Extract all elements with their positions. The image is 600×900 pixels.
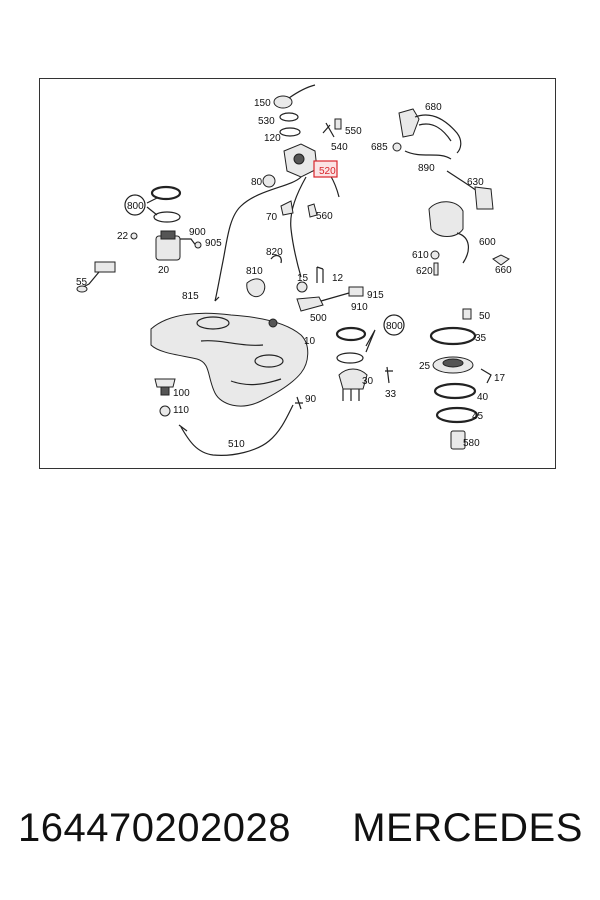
pump-seal-rings-middle bbox=[335, 326, 376, 364]
level-sensor-left bbox=[76, 261, 116, 293]
callout-label: 45 bbox=[472, 411, 484, 422]
callout-label: 500 bbox=[310, 313, 327, 324]
callout-label: 25 bbox=[419, 361, 431, 372]
callout-label: 550 bbox=[345, 126, 362, 137]
product-caption: 164470202028 MERCEDES bbox=[18, 806, 588, 862]
callout-label: 915 bbox=[367, 290, 384, 301]
callout-label: 910 bbox=[351, 302, 368, 313]
callout-label: 660 bbox=[495, 265, 512, 276]
callout-label: 560 bbox=[316, 211, 333, 222]
right-pump-parts bbox=[429, 308, 492, 450]
fuel-cap-assembly bbox=[273, 84, 316, 137]
callout-label: 540 bbox=[331, 142, 348, 153]
callout-label: 150 bbox=[254, 98, 271, 109]
callout-label: 815 bbox=[182, 291, 199, 302]
callout-label: 820 bbox=[266, 247, 283, 258]
callout-label: 530 bbox=[258, 116, 275, 127]
clamps-hoses-middle-left bbox=[214, 254, 282, 302]
evap-valve-hoses bbox=[392, 108, 510, 276]
fuel-pump-module-middle bbox=[338, 366, 393, 401]
callout-label: 15 bbox=[297, 273, 309, 284]
callout-label: 120 bbox=[264, 133, 281, 144]
callout-label: 40 bbox=[477, 392, 489, 403]
middle-fittings bbox=[296, 266, 364, 312]
callout-label: 20 bbox=[158, 265, 170, 276]
callout-label: 620 bbox=[416, 266, 433, 277]
callout-label: 510 bbox=[228, 439, 245, 450]
callout-label: 55 bbox=[76, 277, 88, 288]
callout-label: 33 bbox=[385, 389, 397, 400]
callout-label: 100 bbox=[173, 388, 190, 399]
callout-label: 800 bbox=[386, 321, 403, 332]
highlight-box-520 bbox=[313, 160, 338, 178]
callout-label: 80 bbox=[251, 177, 263, 188]
callout-label: 10 bbox=[304, 336, 316, 347]
brand-name: MERCEDES bbox=[352, 806, 583, 850]
fuel-pump-module-left bbox=[130, 230, 202, 261]
tank-drain-parts bbox=[154, 378, 303, 417]
callout-label: 30 bbox=[362, 376, 374, 387]
callout-label: 22 bbox=[117, 231, 129, 242]
callout-label: 600 bbox=[479, 237, 496, 248]
callout-label: 520 bbox=[319, 166, 336, 177]
callout-label: 810 bbox=[246, 266, 263, 277]
callout-label: 35 bbox=[475, 333, 487, 344]
callout-label: 890 bbox=[418, 163, 435, 174]
fuel-tank bbox=[150, 312, 309, 407]
callout-label: 800 bbox=[127, 201, 144, 212]
callout-label: 685 bbox=[371, 142, 388, 153]
callout-label: 610 bbox=[412, 250, 429, 261]
callout-label: 630 bbox=[467, 177, 484, 188]
callout-label: 50 bbox=[479, 311, 491, 322]
fuel-system-exploded-diagram: 150 530 120 550 540 520 80 70 560 800 90… bbox=[76, 84, 512, 456]
callout-label: 900 bbox=[189, 227, 206, 238]
callout-label: 17 bbox=[494, 373, 506, 384]
callout-label: 905 bbox=[205, 238, 222, 249]
parts-diagram-frame: 150 530 120 550 540 520 80 70 560 800 90… bbox=[39, 78, 556, 469]
callout-label: 680 bbox=[425, 102, 442, 113]
callout-label: 90 bbox=[305, 394, 317, 405]
fuel-line-510 bbox=[178, 404, 294, 456]
pump-seal-rings-left bbox=[146, 185, 182, 223]
callout-label: 12 bbox=[332, 273, 344, 284]
callout-label: 580 bbox=[463, 438, 480, 449]
callout-label: 70 bbox=[266, 212, 278, 223]
callout-label: 110 bbox=[173, 405, 189, 416]
part-number: 164470202028 bbox=[18, 806, 291, 850]
small-fittings-top bbox=[262, 118, 342, 218]
